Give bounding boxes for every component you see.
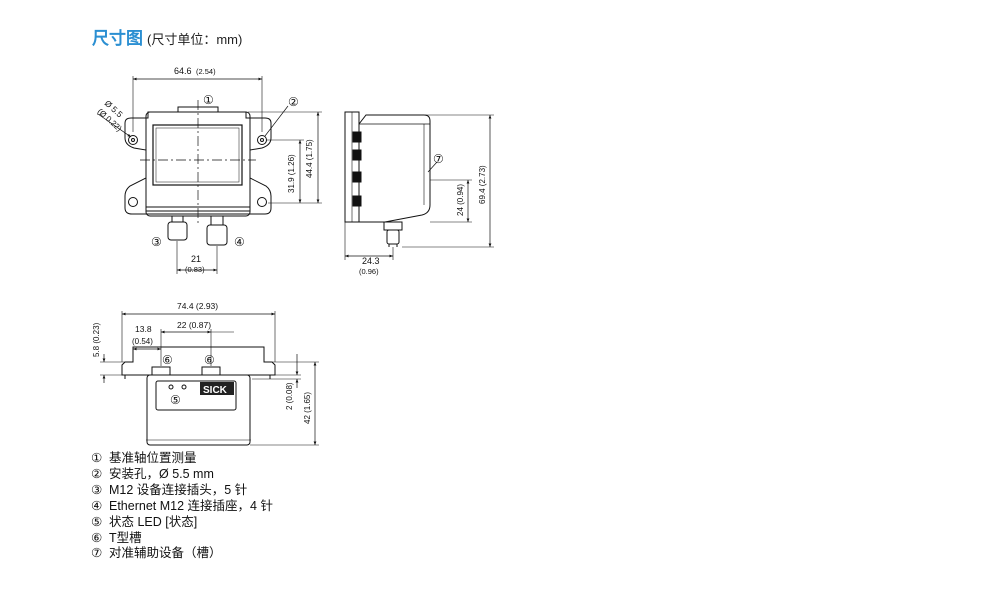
top-d: 2 (0.08) <box>285 382 294 410</box>
brand-logo-text: SICK <box>203 385 228 396</box>
marker-1-front: ① <box>203 93 214 107</box>
top-width: 74.4 (2.93) <box>177 301 218 311</box>
top-view-labels: 74.4 (2.93) 13.8 (0.54) 22 (0.87) 5.8 (0… <box>92 301 312 424</box>
top-view <box>100 311 319 446</box>
side-depth-mm: 24.3 <box>362 256 380 266</box>
top-b: 22 (0.87) <box>177 320 211 330</box>
front-view <box>97 76 322 274</box>
front-mount-flange <box>124 111 272 215</box>
side-view-labels: 69.4 (2.73) 24 (0.94) 24.3 (0.96) ⑦ <box>359 152 487 276</box>
marker-7-side: ⑦ <box>433 152 444 166</box>
front-width-mm: 64.6 <box>174 66 192 76</box>
status-led-left <box>168 384 174 390</box>
marker-6-left: ⑥ <box>162 353 173 367</box>
top-outer-flange <box>121 346 276 376</box>
marker-6-right: ⑥ <box>204 353 215 367</box>
diagram-title: 尺寸图 (尺寸单位：mm) <box>92 24 242 49</box>
front-height-a: 31.9 (1.26) <box>287 154 296 193</box>
top-housing <box>146 374 251 446</box>
front-height-b: 44.4 (1.75) <box>305 139 314 178</box>
front-conn-mm: 21 <box>191 254 201 264</box>
side-height: 69.4 (2.73) <box>478 165 487 204</box>
marker-4-front: ④ <box>234 235 245 249</box>
t-slot-left <box>151 366 171 376</box>
side-view <box>344 111 494 260</box>
front-mount-hole-left <box>128 135 138 145</box>
top-panel <box>155 380 237 411</box>
brand-logo <box>200 382 234 395</box>
top-a-in: (0.54) <box>132 337 153 346</box>
title-main: 尺寸图 <box>92 29 143 48</box>
title-units: (尺寸单位：mm) <box>147 32 243 47</box>
side-depth-in: (0.96) <box>359 267 379 276</box>
marker-2-front: ② <box>288 95 299 109</box>
top-a-mm: 13.8 <box>135 324 152 334</box>
top-c: 5.8 (0.23) <box>92 322 101 357</box>
status-led-right <box>181 384 187 390</box>
front-mount-hole-right <box>257 135 267 145</box>
marker-3-front: ③ <box>151 235 162 249</box>
marker-5-top: ⑤ <box>170 393 181 407</box>
front-conn-in: (0.83) <box>185 265 205 274</box>
top-e: 42 (1.65) <box>303 392 312 424</box>
front-view-labels: 64.6 (2.54) Ø 5.5 (Ø 0.22) 31.9 (1.26) 4… <box>96 66 314 274</box>
front-connector-left <box>167 221 188 241</box>
side-connector <box>383 221 403 231</box>
t-slot-right <box>201 366 221 376</box>
side-housing <box>358 114 431 223</box>
side-aux: 24 (0.94) <box>456 184 465 216</box>
front-window <box>152 124 243 186</box>
front-width-in: (2.54) <box>196 67 216 76</box>
front-connector-right <box>206 224 228 246</box>
